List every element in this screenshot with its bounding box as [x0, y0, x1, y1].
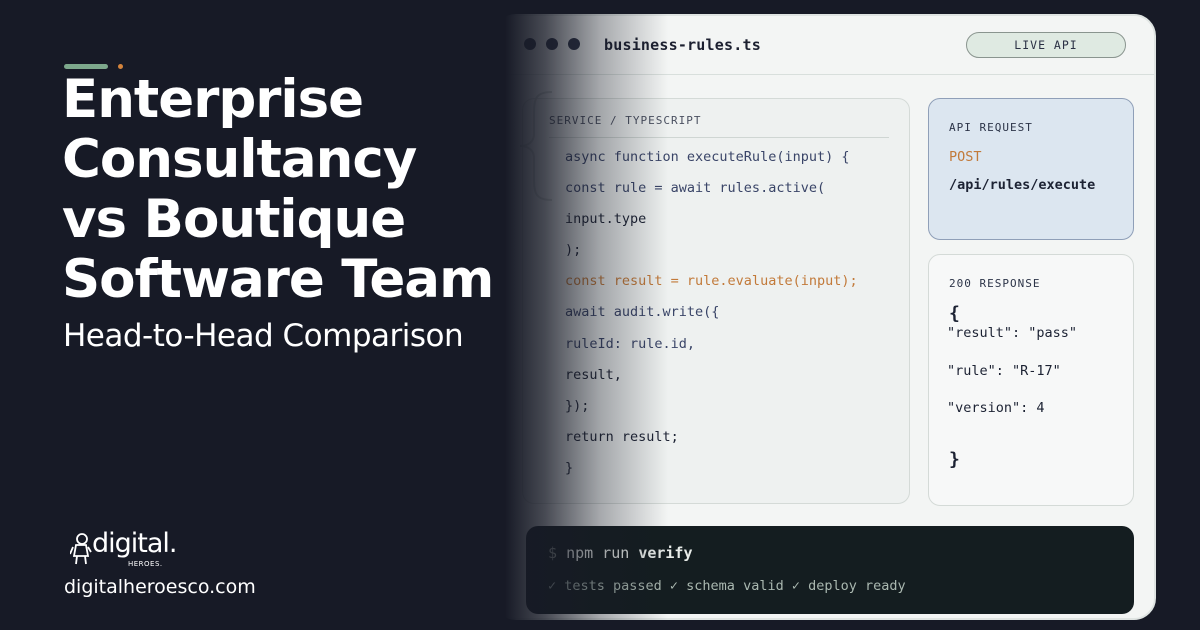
terminal-command-text: npm run [566, 544, 630, 562]
window-control-dot[interactable] [524, 38, 536, 50]
code-line: return result; [565, 429, 858, 460]
curly-bracket-decoration [519, 91, 553, 201]
code-line: result, [565, 367, 858, 398]
code-line: } [565, 460, 858, 491]
code-line-text: await audit.write({ [565, 304, 720, 321]
hero-mascot-icon [70, 533, 92, 565]
json-line: "rule": "R-17" [947, 363, 1061, 379]
window-control-dot[interactable] [568, 38, 580, 50]
code-line: const rule = await rules.active( [565, 180, 858, 211]
code-line: await audit.write({ [565, 304, 858, 335]
website-link[interactable]: digitalheroesco.com [64, 576, 256, 598]
code-line: }); [565, 398, 858, 429]
api-response-label: 200 RESPONSE [949, 277, 1041, 290]
digital-heroes-logo[interactable]: digital. HEROES. [70, 528, 180, 570]
api-request-label: API REQUEST [949, 121, 1033, 134]
json-line: "result": "pass" [947, 325, 1078, 341]
code-line: ); [565, 242, 858, 273]
code-preview-window: business-rules.ts LIVE API SERVICE / TYP… [494, 14, 1156, 620]
code-line: const result = rule.evaluate(input); [565, 273, 858, 304]
code-line-text: result, [565, 366, 622, 383]
window-titlebar: business-rules.ts LIVE API [496, 16, 1154, 75]
code-line-text: async function executeRule(input) { [565, 149, 850, 165]
json-open-brace: { [949, 303, 960, 324]
code-line-text: return result; [565, 428, 679, 445]
logo-tagline: HEROES. [128, 560, 163, 568]
terminal-command: $ npm run verify [548, 544, 693, 562]
code-line: input.type [565, 211, 858, 242]
code-line-text: const rule = await rules.active( [565, 180, 826, 197]
filename: business-rules.ts [604, 36, 761, 54]
terminal-panel: $ npm run verify ✓ tests passed ✓ schema… [526, 526, 1134, 614]
endpoint-path: /api/rules/execute [949, 177, 1096, 193]
code-line-text: ); [565, 242, 582, 259]
http-method: POST [949, 149, 982, 165]
code-block: async function executeRule(input) { cons… [565, 149, 858, 491]
accent-bar [64, 64, 108, 69]
json-line: "version": 4 [947, 400, 1045, 416]
title-line: Software Team [62, 249, 494, 310]
code-line: ruleId: rule.id, [565, 336, 858, 367]
accent-dot [118, 64, 123, 69]
code-card-label: SERVICE / TYPESCRIPT [549, 114, 889, 138]
code-line-text: }); [565, 397, 590, 414]
api-response-card: 200 RESPONSE { "result": "pass" "rule": … [928, 254, 1134, 506]
code-line-text: const result = rule.evaluate(input); [565, 273, 858, 290]
code-line: async function executeRule(input) { [565, 149, 858, 180]
code-line-text: } [565, 459, 574, 476]
title-line: vs Boutique [62, 189, 406, 250]
page-subtitle: Head-to-Head Comparison [63, 318, 464, 354]
code-card: SERVICE / TYPESCRIPT async function exec… [522, 98, 910, 504]
title-line: Consultancy [62, 129, 417, 190]
code-line-text: ruleId: rule.id, [565, 335, 696, 352]
terminal-output: ✓ tests passed ✓ schema valid ✓ deploy r… [548, 578, 906, 594]
logo-wordmark: digital. [92, 528, 177, 559]
terminal-prompt: $ [548, 544, 558, 562]
title-line: Enterprise [62, 69, 364, 130]
terminal-command-arg: verify [638, 544, 693, 562]
live-api-badge[interactable]: LIVE API [966, 32, 1126, 58]
api-request-card: API REQUEST POST /api/rules/execute [928, 98, 1134, 240]
window-control-dot[interactable] [546, 38, 558, 50]
json-close-brace: } [949, 449, 960, 470]
page-title: Enterprise Consultancy vs Boutique Softw… [62, 70, 502, 310]
code-line-text: input.type [565, 211, 647, 228]
